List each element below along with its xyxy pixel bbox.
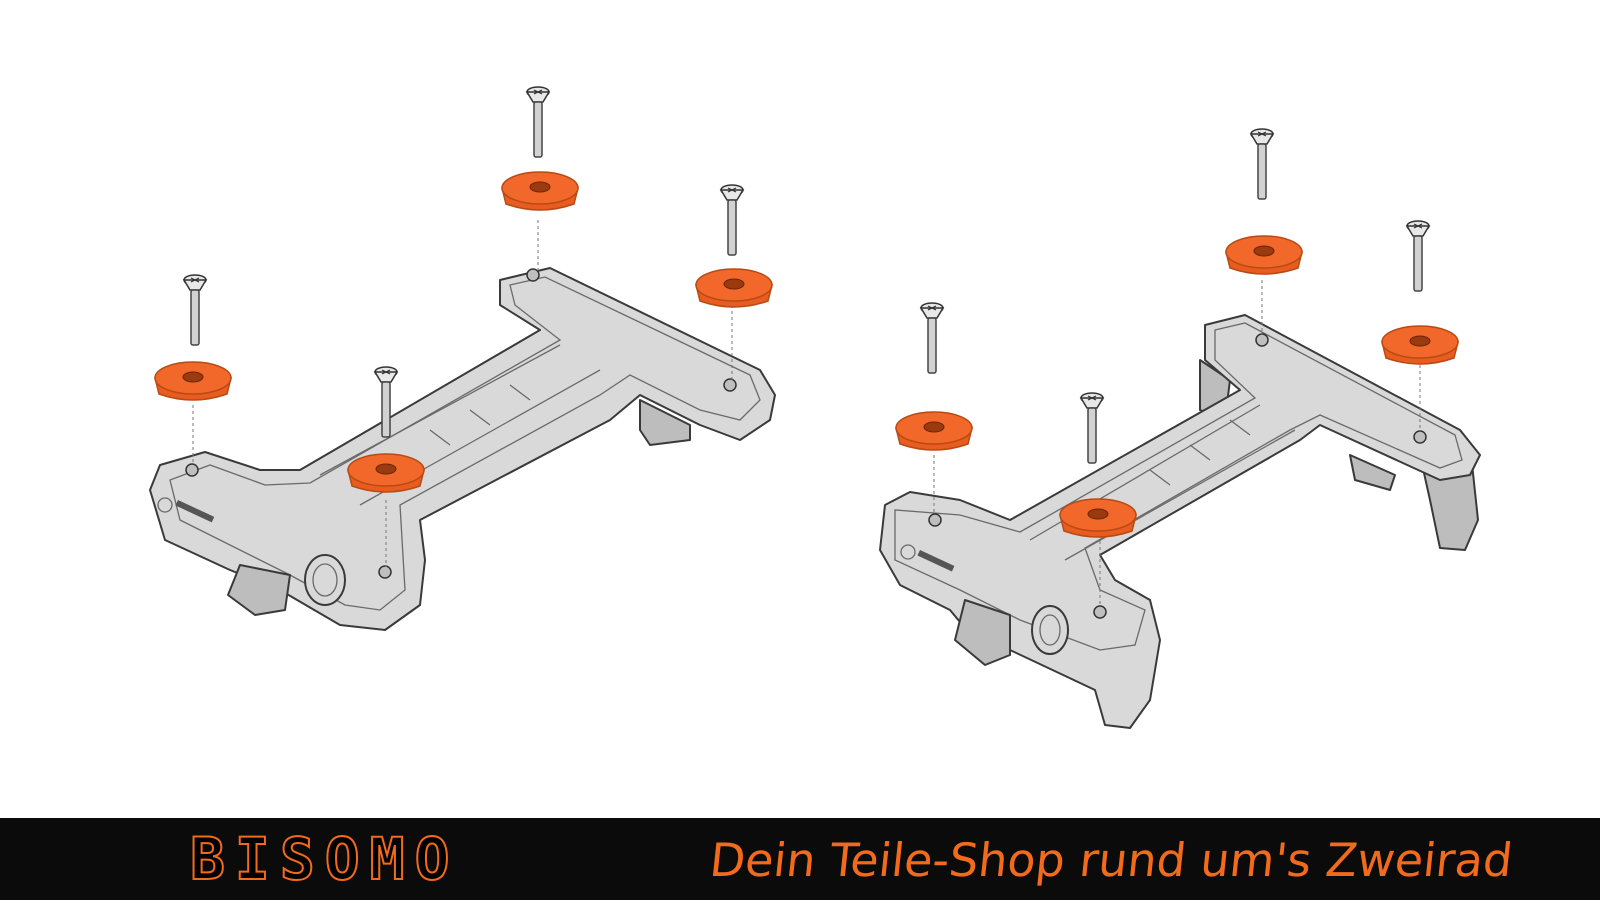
right-screws-and-washers xyxy=(895,128,1459,607)
screw-icon xyxy=(1406,220,1430,292)
tagline: Dein Teile-Shop rund um's Zweirad xyxy=(707,833,1516,887)
screw-icon xyxy=(720,184,744,256)
washer-icon xyxy=(154,361,232,401)
brand-logo: BISOMO xyxy=(189,824,460,894)
exploded-assembly-illustration xyxy=(149,86,1481,729)
left-screws-and-washers xyxy=(154,86,773,567)
screw-icon xyxy=(526,86,550,158)
screw-icon xyxy=(183,274,207,346)
footer-banner: BISOMO Dein Teile-Shop rund um's Zweirad xyxy=(0,818,1600,900)
washer-icon xyxy=(895,411,973,451)
screw-icon xyxy=(920,302,944,374)
left-adapter-plate xyxy=(149,267,776,631)
washer-icon xyxy=(501,171,579,211)
washer-icon xyxy=(347,453,425,493)
washer-icon xyxy=(1059,498,1137,538)
screw-icon xyxy=(1080,392,1104,464)
washer-icon xyxy=(1381,325,1459,365)
screw-icon xyxy=(1250,128,1274,200)
washer-icon xyxy=(695,268,773,308)
right-adapter-plate xyxy=(879,314,1481,729)
washer-icon xyxy=(1225,235,1303,275)
